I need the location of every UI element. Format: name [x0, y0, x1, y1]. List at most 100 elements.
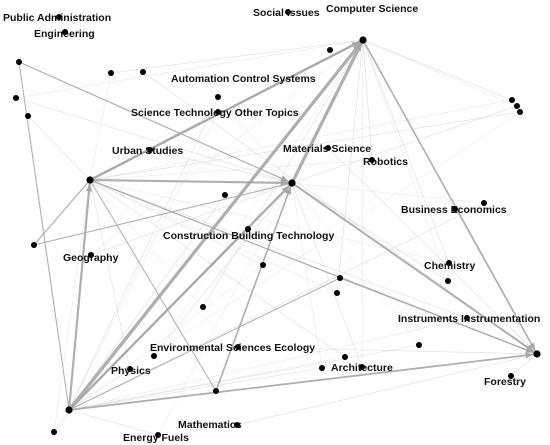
label-instruments-instrumentation: Instruments Instrumentation [398, 313, 540, 325]
network-edge [89, 179, 217, 392]
network-node [215, 109, 221, 115]
network-node [285, 9, 291, 15]
network-edge [336, 39, 364, 294]
label-architecture: Architecture [331, 362, 393, 374]
network-edge [362, 39, 538, 355]
network-edge [68, 96, 219, 411]
network-edge [149, 149, 293, 184]
network-node [359, 364, 365, 370]
network-edge [291, 182, 485, 204]
node-layer [13, 9, 541, 438]
network-edge [68, 409, 159, 436]
edge-arrowhead [285, 186, 292, 195]
label-automation-control-systems: Automation Control Systems [171, 73, 316, 85]
network-edge [33, 182, 293, 246]
label-urban-studies: Urban Studies [112, 145, 183, 157]
edge-arrowhead [355, 43, 362, 52]
label-computer-science: Computer Science [326, 3, 418, 15]
network-edge [237, 346, 538, 355]
network-edge [89, 179, 450, 264]
network-node [86, 176, 94, 184]
network-node [325, 145, 331, 151]
network-node [16, 59, 22, 65]
network-edge [89, 179, 204, 308]
network-node [200, 304, 206, 310]
network-node [445, 278, 451, 284]
network-edge [291, 182, 420, 346]
network-node [62, 29, 68, 35]
network-edge [68, 228, 249, 411]
network-edge [89, 72, 112, 181]
network-edge [68, 277, 341, 411]
network-edge [291, 182, 449, 282]
label-chemistry: Chemistry [424, 260, 476, 272]
label-layer: Public Administration Engineering Social… [3, 3, 540, 444]
network-edge [89, 178, 293, 185]
network-edge [15, 97, 293, 184]
network-node [140, 69, 146, 75]
label-public-administration: Public Administration [3, 12, 111, 24]
network-edge [89, 39, 364, 181]
network-edge [18, 61, 293, 184]
network-node [88, 252, 94, 258]
network-edge [362, 39, 449, 282]
network-node [127, 366, 133, 372]
network-node [215, 94, 221, 100]
network-node [245, 226, 251, 232]
network-node [342, 354, 348, 360]
network-node [464, 315, 470, 321]
network-node [514, 103, 520, 109]
network-node [56, 14, 62, 20]
network-edge [68, 194, 226, 411]
network-node [65, 406, 73, 414]
network-node [533, 350, 541, 358]
label-engineering: Engineering [34, 28, 95, 40]
network-node [155, 432, 161, 438]
network-node [108, 70, 114, 76]
network-edge [18, 61, 70, 411]
network-node [509, 97, 515, 103]
network-edge [217, 96, 293, 184]
label-mathematics: Mathematics [178, 419, 242, 431]
network-edge [68, 356, 346, 411]
network-node [147, 147, 153, 153]
network-edge [362, 39, 373, 161]
network-edge [67, 179, 92, 411]
edge-arrowhead [85, 183, 93, 192]
network-node [327, 47, 333, 53]
network-edge [153, 182, 293, 357]
label-business-economics: Business Economics [401, 204, 507, 216]
network-edge [510, 353, 538, 377]
network-edge [110, 39, 364, 74]
network-edge [202, 39, 364, 308]
network-edge [68, 353, 538, 411]
network-node [369, 157, 375, 163]
edge-arrowhead [528, 342, 536, 351]
network-edge [89, 179, 131, 370]
network-edge [291, 182, 363, 368]
network-edge [33, 179, 91, 246]
network-edge [89, 99, 513, 181]
network-node [288, 179, 296, 187]
network-edge [215, 182, 293, 392]
label-energy-fuels: Energy Fuels [123, 432, 189, 444]
network-node [151, 353, 157, 359]
network-edge [89, 179, 264, 266]
label-robotics: Robotics [363, 156, 408, 168]
network-node [25, 113, 31, 119]
network-node [452, 206, 458, 212]
network-edge [362, 39, 450, 264]
network-edge [68, 367, 323, 411]
network-edge [89, 179, 468, 319]
network-edge [27, 115, 91, 181]
network-edge [291, 182, 538, 355]
network-edge [157, 182, 293, 436]
label-physics: Physics [111, 365, 151, 377]
edge-arrowhead [281, 185, 290, 194]
edge-arrowhead [525, 352, 534, 359]
network-edge [361, 39, 364, 368]
network-edge [236, 353, 538, 426]
label-construction-building-technology: Construction Building Technology [163, 230, 334, 242]
edge-arrowhead [280, 175, 289, 182]
